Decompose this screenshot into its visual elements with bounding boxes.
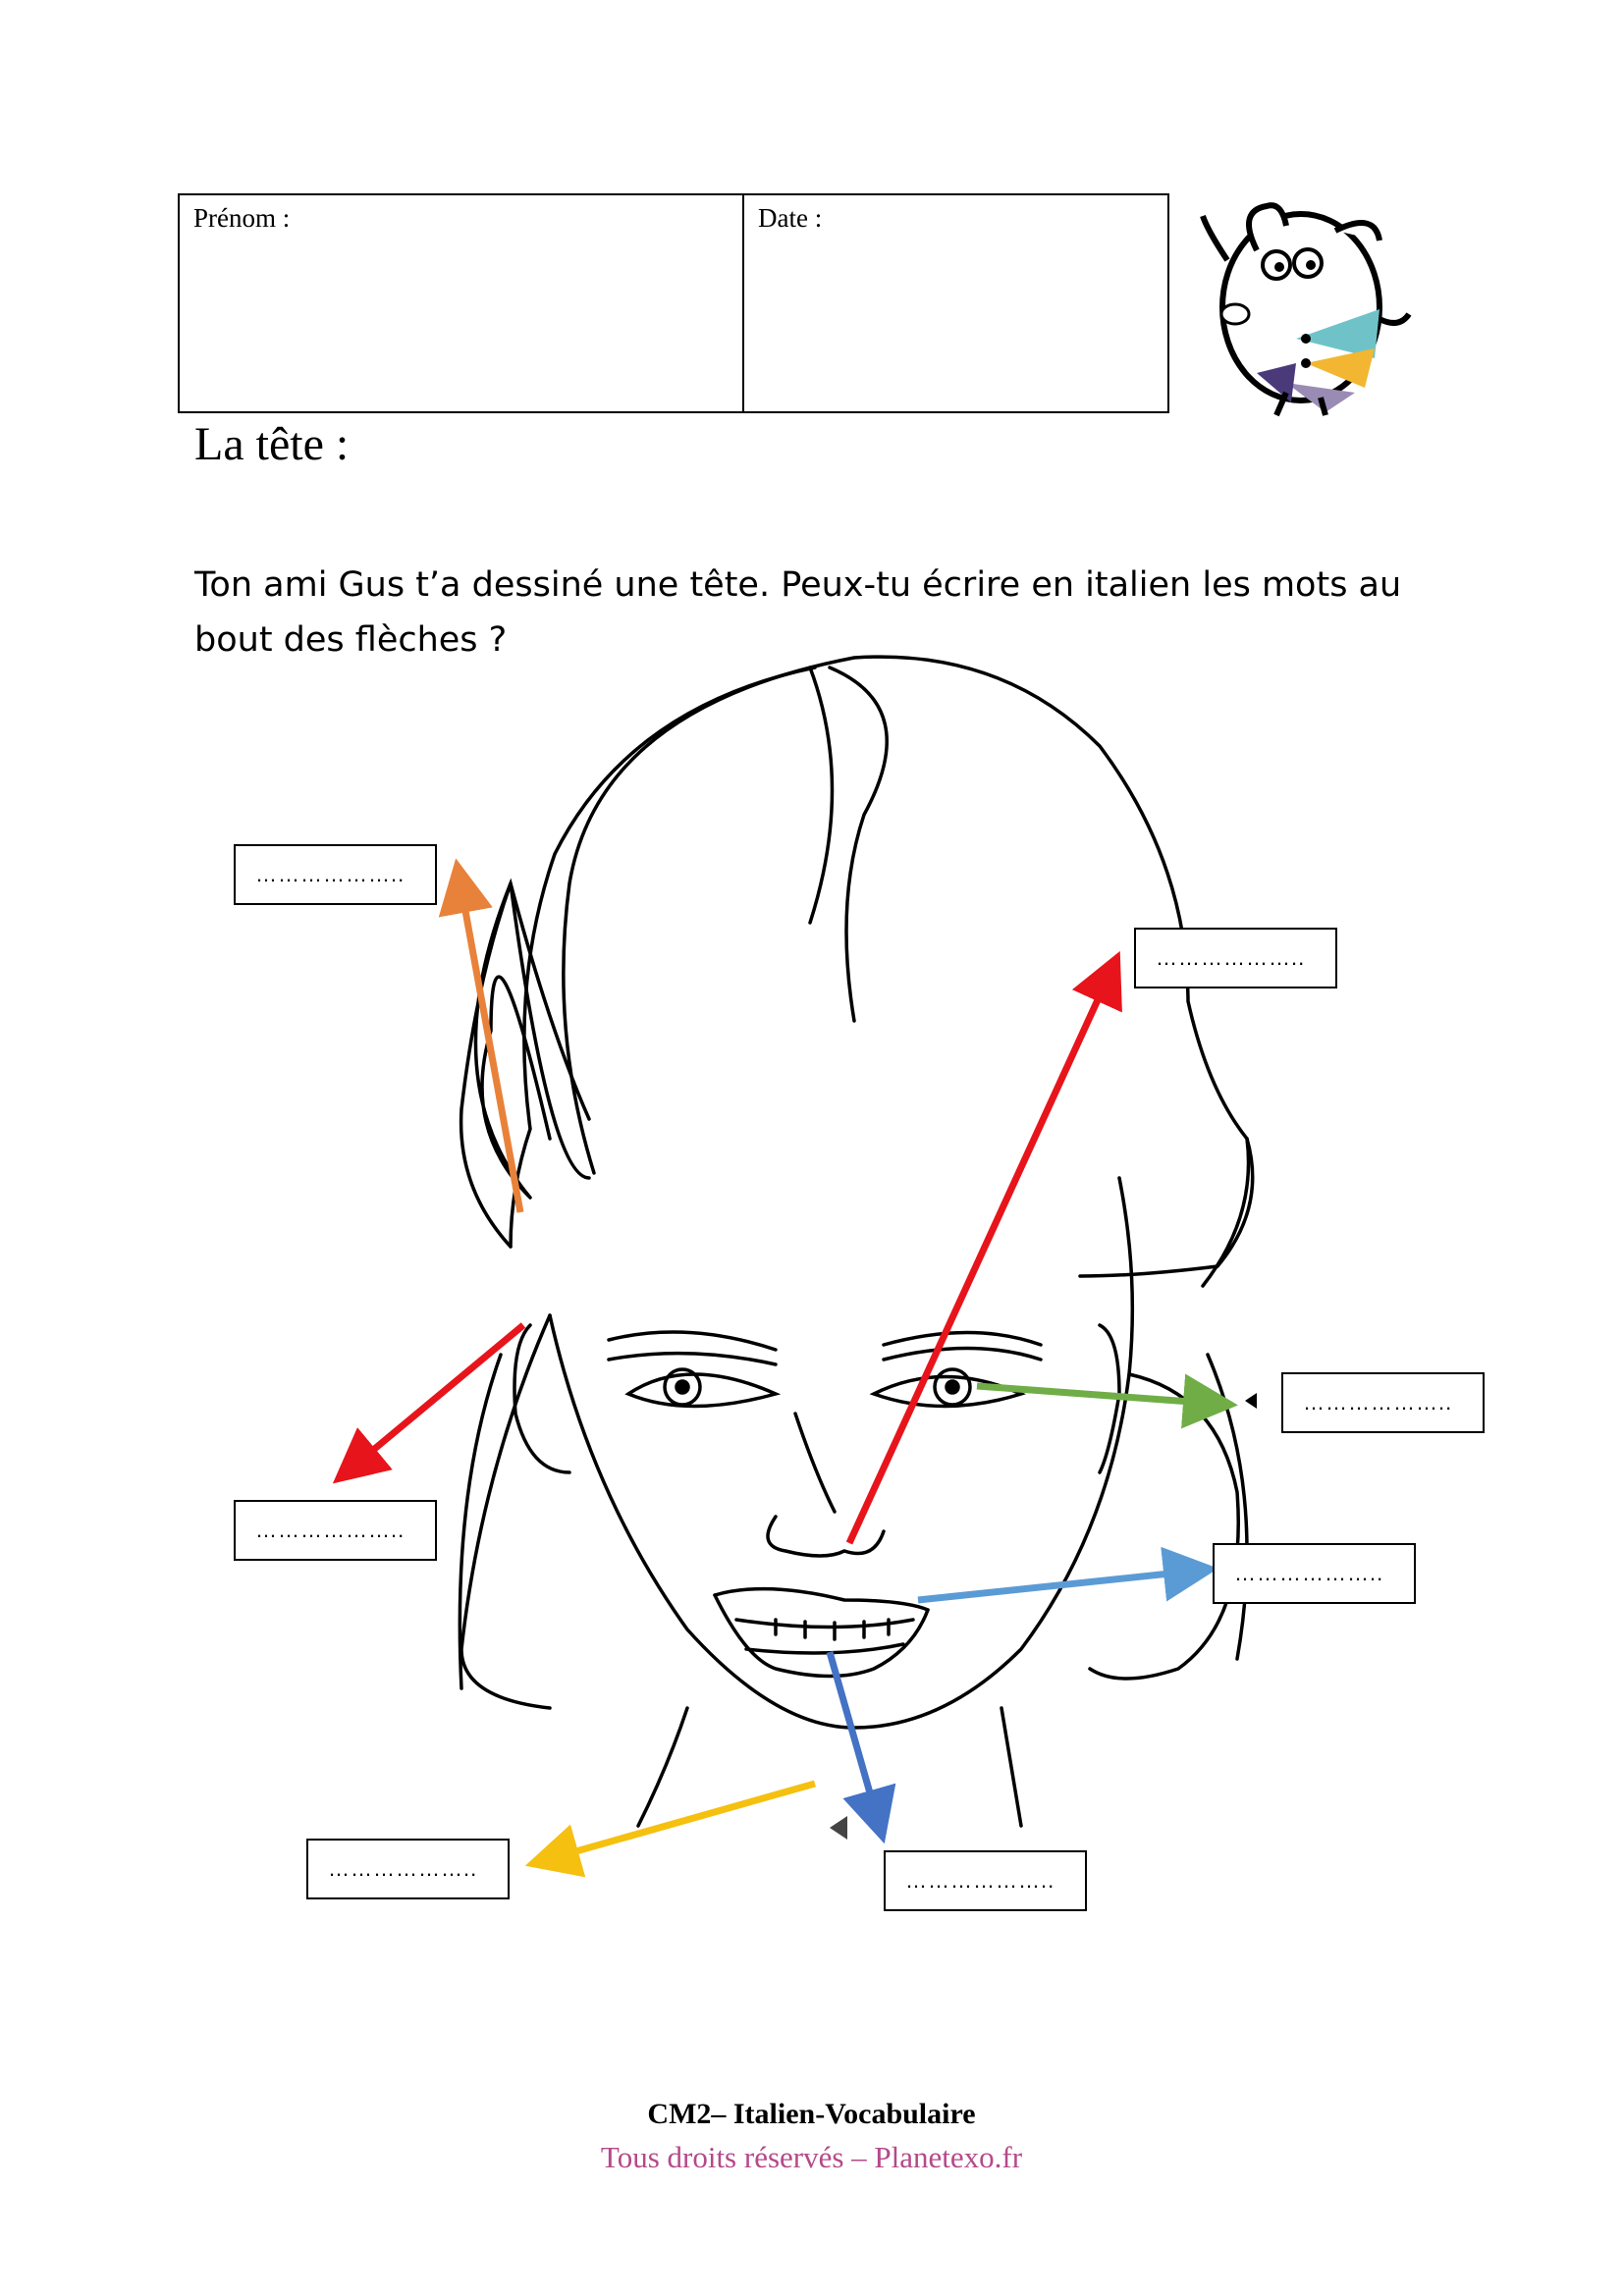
- instructions-text: Ton ami Gus t’a dessiné une tête. Peux-t…: [194, 565, 1402, 660]
- arrow-red-nose: [845, 950, 1122, 1545]
- name-label: Prénom :: [193, 203, 291, 233]
- sheep-mascot-icon: [1200, 202, 1412, 417]
- answer-box-eye[interactable]: ………………..: [1281, 1372, 1485, 1433]
- page-title: La tête :: [194, 418, 350, 470]
- answer-dots: ………………..: [255, 862, 406, 886]
- arrow-blue-dark: [826, 1651, 896, 1844]
- small-triangle-icon: [830, 1816, 847, 1840]
- arrow-red-ear: [332, 1322, 526, 1484]
- arrow-green: [976, 1373, 1238, 1429]
- answer-box-neck[interactable]: ………………..: [306, 1839, 510, 1899]
- answer-dots: ………………..: [1303, 1390, 1453, 1415]
- answer-box-teeth[interactable]: ………………..: [884, 1850, 1087, 1911]
- answer-dots: ………………..: [1156, 945, 1306, 970]
- small-triangle-icon: [1245, 1393, 1257, 1409]
- arrow-blue-light: [917, 1546, 1218, 1604]
- face-outline: [458, 655, 1255, 1828]
- answer-box-face[interactable]: ………………..: [1134, 928, 1337, 988]
- answer-dots: ………………..: [1234, 1561, 1384, 1585]
- arrow-yellow: [524, 1780, 816, 1878]
- answer-box-hair[interactable]: ………………..: [234, 844, 437, 905]
- answer-dots: ………………..: [328, 1856, 478, 1881]
- answer-dots: ………………..: [905, 1868, 1055, 1893]
- date-field[interactable]: Date :: [744, 195, 1167, 411]
- arrow-orange: [438, 858, 524, 1213]
- answer-box-ear[interactable]: ………………..: [234, 1500, 437, 1561]
- answer-box-mouth[interactable]: ………………..: [1213, 1543, 1416, 1604]
- footer-course: CM2– Italien-Vocabulaire: [647, 2098, 976, 2130]
- footer-rights: Tous droits réservés – Planetexo.fr: [600, 2140, 1023, 2174]
- header-table: Prénom : Date :: [178, 193, 1169, 413]
- answer-dots: ………………..: [255, 1518, 406, 1542]
- name-field[interactable]: Prénom :: [180, 195, 744, 411]
- date-label: Date :: [758, 203, 823, 233]
